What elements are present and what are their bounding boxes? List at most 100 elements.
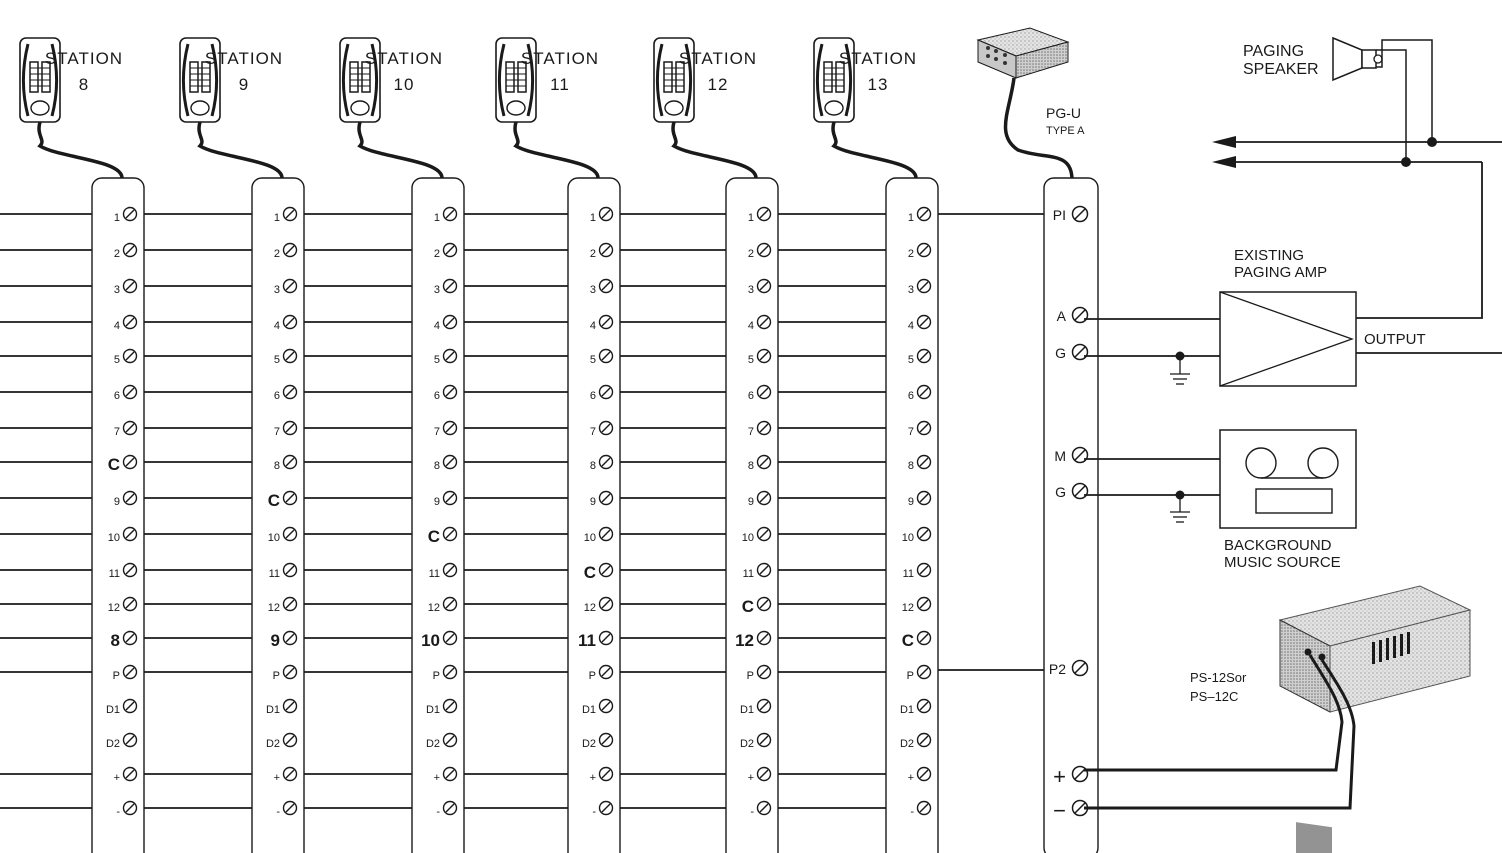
terminal-label: P	[273, 670, 280, 682]
terminal-label: D1	[900, 704, 914, 716]
terminal: P	[433, 664, 458, 682]
terminal: 9	[114, 490, 138, 508]
terminal-label: 4	[748, 320, 754, 332]
terminal-label: D2	[266, 738, 280, 750]
pgu-terminal-label: G	[1055, 345, 1066, 361]
terminal: P	[273, 664, 298, 682]
terminal-label: 6	[434, 390, 440, 402]
terminal: -	[276, 800, 298, 818]
terminal: 12	[108, 596, 138, 614]
terminal-label: 8	[748, 460, 754, 472]
pgu-terminal: G	[1055, 343, 1089, 361]
terminal-label: +	[590, 772, 596, 784]
terminal-label: D2	[740, 738, 754, 750]
terminal-label: 7	[114, 426, 120, 438]
pgu-name: PG-U	[1046, 105, 1081, 121]
terminal-label: D2	[900, 738, 914, 750]
terminal: C	[428, 526, 458, 546]
terminal-label: 1	[908, 212, 914, 224]
stations: STATION81234567C91011128PD1D2+-STATION91…	[19, 37, 939, 853]
pgu-terminal-strip	[1043, 177, 1099, 853]
terminal: 4	[434, 314, 458, 332]
terminal-label: 11	[578, 631, 596, 650]
terminal: 7	[114, 420, 138, 438]
common-terminal-label: C	[428, 527, 440, 546]
terminal: 11	[269, 562, 298, 580]
terminal: 10	[742, 526, 772, 544]
terminal-label: 1	[434, 212, 440, 224]
pgu-terminal: +	[1053, 764, 1089, 789]
terminal: 8	[590, 454, 614, 472]
pgu-terminal-label: P2	[1049, 661, 1066, 677]
telephone-handset-icon	[179, 37, 284, 179]
terminal: 10	[268, 526, 298, 544]
terminal: 1	[590, 206, 614, 224]
terminal-label: 11	[903, 568, 914, 580]
terminal: 9	[908, 490, 932, 508]
terminal-label: 7	[274, 426, 280, 438]
terminal: 1	[434, 206, 458, 224]
amp-label-2: PAGING AMP	[1234, 264, 1327, 281]
terminal: 6	[748, 384, 772, 402]
pgu-terminal-label: +	[1053, 764, 1066, 789]
terminal: 12	[428, 596, 458, 614]
terminal: 10	[902, 526, 932, 544]
terminal-label: 7	[908, 426, 914, 438]
terminal-label: 6	[748, 390, 754, 402]
terminal: 12	[268, 596, 298, 614]
terminal: 3	[590, 278, 614, 296]
terminal: 10	[108, 526, 138, 544]
terminal-label: P	[589, 670, 596, 682]
terminal: 8	[111, 630, 138, 650]
terminal-label: P	[747, 670, 754, 682]
pgu-terminal: P2	[1049, 659, 1089, 677]
terminal: 8	[434, 454, 458, 472]
ps-label-2: PS–12C	[1190, 689, 1238, 704]
terminal: -	[750, 800, 772, 818]
terminal: 7	[748, 420, 772, 438]
terminal: P	[589, 664, 614, 682]
terminal: 3	[748, 278, 772, 296]
common-terminal-label: C	[742, 597, 754, 616]
terminal: D1	[900, 698, 932, 716]
terminal-label: 4	[274, 320, 280, 332]
terminal: 7	[908, 420, 932, 438]
terminal: 10	[584, 526, 614, 544]
terminal: 4	[748, 314, 772, 332]
terminal: 5	[590, 348, 614, 366]
terminal-label: D1	[582, 704, 596, 716]
terminal: 9	[590, 490, 614, 508]
terminal-label: 3	[590, 284, 596, 296]
terminal: 7	[274, 420, 298, 438]
station-number: 8	[79, 75, 89, 94]
station-number: 11	[550, 75, 570, 94]
terminal-label: -	[116, 806, 120, 818]
terminal: 6	[274, 384, 298, 402]
pgu-terminal: M	[1054, 446, 1089, 464]
terminal-label: 3	[434, 284, 440, 296]
common-terminal-label: C	[584, 563, 596, 582]
terminal: 6	[590, 384, 614, 402]
station-number: 9	[239, 75, 249, 94]
terminal: D1	[426, 698, 458, 716]
amp-label-1: EXISTING	[1234, 247, 1304, 264]
music-label-2: MUSIC SOURCE	[1224, 554, 1341, 571]
terminal: -	[436, 800, 458, 818]
terminal-label: 10	[584, 532, 596, 544]
music-label-1: BACKGROUND	[1224, 537, 1332, 554]
terminal-label: 12	[902, 602, 914, 614]
terminal: 2	[434, 242, 458, 260]
station-label: STATION	[679, 49, 757, 68]
terminal-label: -	[436, 806, 440, 818]
terminal: C	[268, 490, 298, 510]
terminal: 5	[748, 348, 772, 366]
terminal: +	[274, 766, 298, 784]
terminal-label: 12	[108, 602, 120, 614]
terminal-label: D1	[266, 704, 280, 716]
terminal: 3	[274, 278, 298, 296]
terminal-label: 9	[271, 631, 280, 650]
